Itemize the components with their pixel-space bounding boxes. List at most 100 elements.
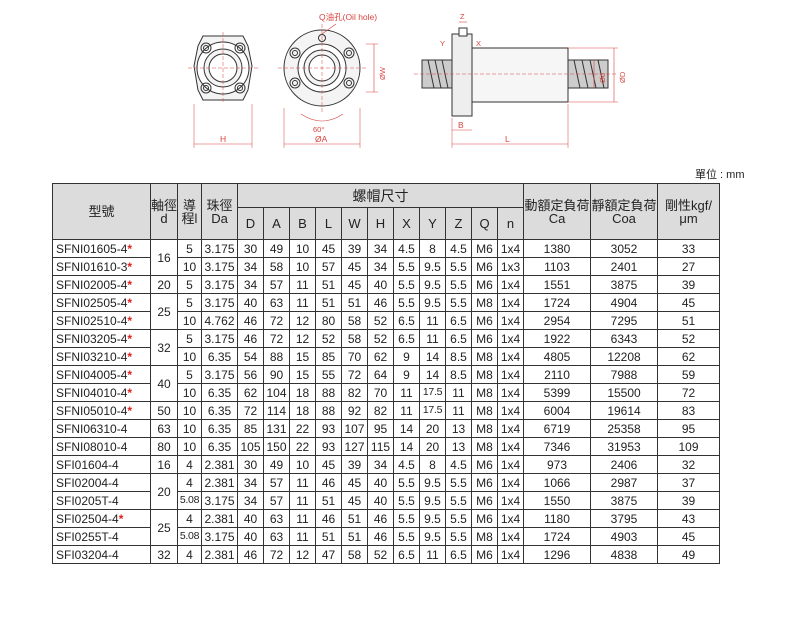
cell-dim-H: 52	[367, 311, 394, 330]
cell-dim-L: 46	[315, 509, 342, 528]
star-marker-icon: *	[127, 403, 133, 418]
cell-dim-D: 34	[237, 491, 264, 510]
cell-ball-diameter: 3.175	[201, 239, 238, 258]
cell-dim-A: 63	[263, 527, 290, 546]
cell-static-load: 3795	[590, 509, 658, 528]
cell-dim-A: 63	[263, 509, 290, 528]
header-row-1: 型號 軸徑d 導程l 珠徑Da 螺帽尺寸 動額定負荷 Ca 靜額定負荷 Coa …	[52, 183, 720, 240]
cell-dim-H: 82	[367, 401, 394, 420]
cell-dim-D: 34	[237, 473, 264, 492]
cell-dim-n: 1x4	[497, 383, 524, 402]
cell-static-load: 3875	[590, 275, 658, 294]
dimension-oil-hole: Q油孔(Oil hole)	[319, 12, 377, 35]
cell-dim-Q: M8	[471, 437, 498, 456]
cell-stiffness: 32	[657, 455, 720, 474]
header-model: 型號	[52, 183, 151, 240]
cell-dim-X: 5.5	[393, 509, 420, 528]
cell-dim-Z: 13	[445, 419, 472, 438]
cell-dim-Y: 17.5	[419, 383, 446, 402]
cell-static-load: 7988	[590, 365, 658, 384]
model-text: SFNI08010-4	[56, 439, 128, 454]
cell-shaft-diameter: 80	[150, 437, 178, 456]
cell-static-load: 3875	[590, 491, 658, 510]
header-dim-n: n	[497, 207, 524, 240]
cell-static-load: 19614	[590, 401, 658, 420]
cell-dynamic-load: 7346	[523, 437, 591, 456]
cell-ball-diameter: 2.381	[201, 545, 238, 564]
cell-dynamic-load: 6004	[523, 401, 591, 420]
cell-stiffness: 33	[657, 239, 720, 258]
cell-dim-Q: M8	[471, 347, 498, 366]
cell-stiffness: 62	[657, 347, 720, 366]
cell-dim-Z: 8.5	[445, 365, 472, 384]
cell-dim-B: 15	[289, 365, 316, 384]
cell-dim-A: 114	[263, 401, 290, 420]
cell-lead: 4	[177, 545, 202, 564]
cell-dim-Y: 11	[419, 329, 446, 348]
cell-dim-H: 46	[367, 527, 394, 546]
cell-dim-X: 14	[393, 437, 420, 456]
star-marker-icon: *	[127, 259, 133, 274]
cell-dim-L: 88	[315, 383, 342, 402]
cell-stiffness: 43	[657, 509, 720, 528]
header-dim-D: D	[237, 207, 264, 240]
cell-dynamic-load: 2110	[523, 365, 591, 384]
cell-static-load: 3052	[590, 239, 658, 258]
cell-dim-A: 90	[263, 365, 290, 384]
cell-dim-X: 9	[393, 347, 420, 366]
cell-dim-D: 105	[237, 437, 264, 456]
cell-dim-H: 95	[367, 419, 394, 438]
label-d: Ød	[598, 73, 607, 83]
star-marker-icon: *	[127, 331, 133, 346]
cell-dim-D: 46	[237, 545, 264, 564]
cell-lead: 10	[177, 419, 202, 438]
cell-stiffness: 45	[657, 527, 720, 546]
cell-ball-diameter: 3.175	[201, 329, 238, 348]
cell-dim-D: 34	[237, 275, 264, 294]
cell-ball-diameter: 6.35	[201, 419, 238, 438]
cell-dim-n: 1x3	[497, 257, 524, 276]
cell-dim-D: 72	[237, 401, 264, 420]
cell-dim-Q: M8	[471, 419, 498, 438]
cell-dim-A: 150	[263, 437, 290, 456]
star-marker-icon: *	[127, 367, 133, 382]
cell-dim-X: 5.5	[393, 293, 420, 312]
dimension-D-large: ØD	[568, 47, 627, 103]
cell-dim-D: 56	[237, 365, 264, 384]
cell-model: SFI0205T-4	[52, 491, 151, 510]
cell-dim-W: 39	[341, 455, 368, 474]
label-angle: 60°	[313, 125, 324, 134]
cell-dim-n: 1x4	[497, 329, 524, 348]
cell-dim-Q: M6	[471, 455, 498, 474]
cell-lead: 5	[177, 275, 202, 294]
label-y: Y	[440, 39, 445, 48]
cell-dim-n: 1x4	[497, 275, 524, 294]
cell-dynamic-load: 4805	[523, 347, 591, 366]
cell-dim-H: 115	[367, 437, 394, 456]
cell-dim-X: 4.5	[393, 239, 420, 258]
cell-dim-A: 63	[263, 293, 290, 312]
cell-shaft-diameter: 16	[150, 455, 178, 474]
cell-dim-H: 40	[367, 491, 394, 510]
cell-dim-Y: 9.5	[419, 275, 446, 294]
header-ball: 珠徑Da	[201, 183, 238, 240]
label-w: ØW	[378, 66, 387, 80]
header-row-2: D A B L W H X Y Z Q n	[53, 207, 720, 240]
cell-dim-Z: 5.5	[445, 293, 472, 312]
cell-dim-L: 45	[315, 239, 342, 258]
cell-dim-W: 45	[341, 257, 368, 276]
header-dynamic-load: 動額定負荷 Ca	[523, 183, 591, 240]
cell-dim-A: 88	[263, 347, 290, 366]
label-b: B	[458, 120, 464, 130]
cell-dynamic-load: 1296	[523, 545, 591, 564]
ball-nut-technical-drawing: H Q油孔(Oil hole) ØW 60° ØA	[188, 12, 627, 148]
dimension-z: Z	[459, 12, 467, 23]
cell-dim-D: 46	[237, 329, 264, 348]
model-text: SFNI06310-4	[56, 421, 128, 436]
cell-dim-B: 10	[289, 239, 316, 258]
cell-model: SFNI05010-4*	[52, 401, 151, 420]
model-text: SFI0255T-4	[56, 529, 119, 544]
cell-dim-n: 1x4	[497, 311, 524, 330]
